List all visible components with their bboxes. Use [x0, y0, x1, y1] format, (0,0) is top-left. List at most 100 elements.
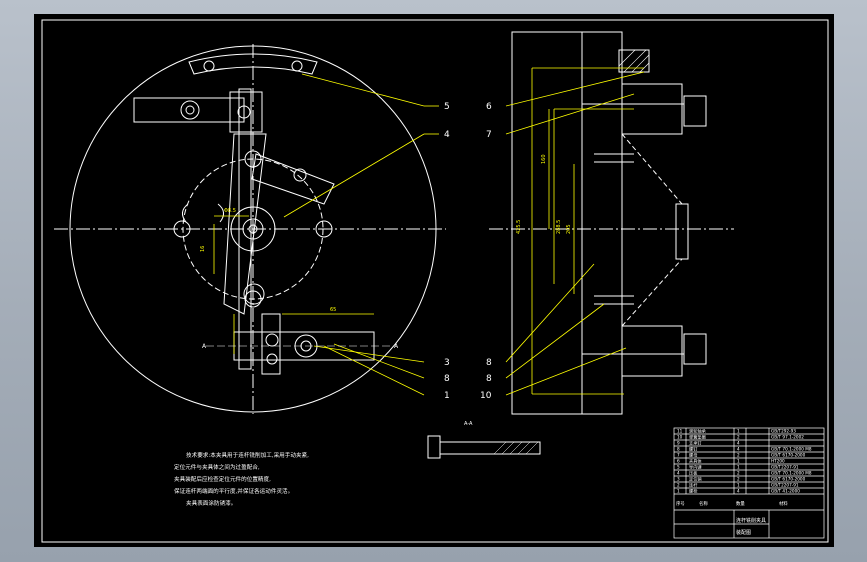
title-block-frame [673, 427, 825, 539]
bom-cell-name: 连杆 [689, 482, 698, 489]
bom-cell-no: 2 [677, 483, 680, 488]
key-screw [203, 60, 215, 72]
bom-cell-spec: GB/T292-93 [771, 429, 796, 434]
dim-label-288: 288.5 [556, 220, 562, 234]
callout-6: 6 [486, 102, 492, 112]
bolt-circle [182, 158, 324, 300]
upper-support-block [229, 91, 263, 133]
bom-cell-qty: 2 [737, 477, 740, 482]
lower-clamp-side [621, 325, 683, 377]
fixture-body-side [511, 31, 623, 415]
callout-7: 7 [486, 130, 492, 140]
bom-cell-name: 滚轮轴承 [689, 428, 707, 435]
dim-label-bore: Φ8.5 [224, 208, 236, 214]
section-title: A-A [464, 421, 473, 427]
bom-cell-name: 弹簧垫圈 [689, 434, 706, 441]
dim-label-205: 205 [566, 224, 572, 234]
rod-arm [251, 153, 335, 205]
bom-cell-no: 10 [677, 435, 683, 440]
bom-cell-name: 支承钉 [689, 440, 702, 447]
callout-8-right-2: 8 [486, 374, 492, 384]
support-pin [237, 105, 251, 119]
connecting-rod [223, 133, 267, 315]
drawing-border [41, 19, 829, 543]
section-mark-left: A [202, 343, 207, 350]
bom-cell-spec: GB/T 97.1-2002 [771, 435, 804, 440]
side-hatch [618, 49, 650, 73]
bom-cell-name: 压板 [689, 470, 698, 477]
dim-label-425: 425.5 [516, 220, 522, 234]
bom-cell-qty: 2 [737, 471, 740, 476]
side-callouts: 6 7 8 8 10 [480, 102, 492, 401]
side-dimensions [505, 67, 645, 396]
callout-8-right: 8 [486, 358, 492, 368]
center-shaft-side [675, 203, 689, 260]
bom-cell-no: 7 [677, 453, 680, 458]
bolt-hole [244, 150, 262, 168]
locating-pin [265, 333, 279, 347]
dim-label-16: 16 [200, 246, 206, 252]
bom-cell-name: 螺栓 [689, 488, 698, 495]
bom-cell-no: 6 [677, 459, 680, 464]
side-view [489, 31, 734, 415]
key-screw [291, 60, 303, 72]
plan-callouts: 5 4 3 8 1 [444, 102, 450, 401]
drawing-sheet[interactable]: Φ8.5 16 65 5 4 3 8 1 A A [34, 14, 834, 547]
plan-dimensions [213, 73, 439, 396]
hidden-edge [621, 133, 683, 205]
bom-header-name: 名称 [699, 500, 708, 507]
bom-cell-qty: 1 [737, 459, 740, 464]
plan-dimension-labels: Φ8.5 16 65 [200, 208, 336, 313]
upper-nut-side [683, 95, 707, 127]
hidden-edge [621, 258, 683, 327]
bom-cell-qty: 4 [737, 447, 740, 452]
callout-4: 4 [444, 130, 450, 140]
side-dimension-labels: 425.5 160 288.5 205 [516, 154, 572, 234]
bom-cell-spec: GB/T 6170-2000 [771, 453, 806, 458]
section-bar [439, 441, 541, 455]
section-lug [427, 435, 441, 459]
technical-notes: 技术要求:本夹具用于连杆铣削加工,采用手动夹紧, 定位元件与夹具体之间为过盈配合… [174, 451, 309, 507]
bom-cell-name: 定位销 [689, 476, 702, 483]
callout-1: 1 [444, 391, 450, 401]
clamp-hook [217, 203, 224, 223]
bom-cell-qty: 1 [737, 465, 740, 470]
bom-cell-qty: 4 [737, 441, 740, 446]
note-line-3: 夹具装配后应检查定位元件的位置精度, [174, 475, 271, 483]
cad-drawing: Φ8.5 16 65 5 4 3 8 1 A A [41, 19, 829, 543]
bom-cell-spec: GB/T2207-91 [771, 483, 799, 488]
lower-support-block [261, 313, 281, 375]
bolt-hole [315, 220, 333, 238]
upper-clamp-plate [133, 97, 245, 123]
bom-cell-no: 1 [677, 489, 680, 494]
dim-label-160: 160 [541, 154, 547, 164]
bom-cell-spec: GB/T 6170-2000 [771, 477, 806, 482]
clamp-hook [182, 203, 189, 223]
note-line-1: 技术要求:本夹具用于连杆铣削加工,采用手动夹紧, [186, 451, 309, 459]
guide-key [188, 53, 318, 75]
note-line-2: 定位元件与夹具体之间为过盈配合, [174, 463, 260, 471]
title-block-headers: 序号 名称 数量 材料 [676, 500, 788, 507]
bom-cell-qty: 1 [737, 483, 740, 488]
bom-cell-no: 5 [677, 465, 680, 470]
leader-10 [505, 347, 627, 396]
leader-1 [323, 345, 425, 396]
note-line-5: 夹具表面涂防锈漆。 [186, 499, 236, 507]
leader-3 [313, 345, 425, 363]
bom-cell-no: 11 [677, 429, 683, 434]
bolt-hole [293, 168, 307, 182]
vertical-guide-bar [238, 88, 252, 370]
drawing-name: 连杆铣削夹具 [736, 517, 766, 524]
bom-cell-name: 螺钉 [689, 446, 698, 453]
bom-header-no: 序号 [676, 500, 685, 507]
leader-8 [333, 343, 425, 379]
bom-cell-spec: GB/T 70.1-2000 M8 [771, 471, 812, 476]
bom-cell-no: 4 [677, 471, 680, 476]
clamp-nut-inner [185, 105, 195, 115]
bom-cell-name: 夹具体 [689, 458, 702, 465]
bom-cell-name: 螺母 [689, 452, 697, 459]
leader-8b [505, 263, 595, 363]
bom-cell-name: 导向键 [689, 464, 702, 471]
callout-3: 3 [444, 358, 450, 368]
